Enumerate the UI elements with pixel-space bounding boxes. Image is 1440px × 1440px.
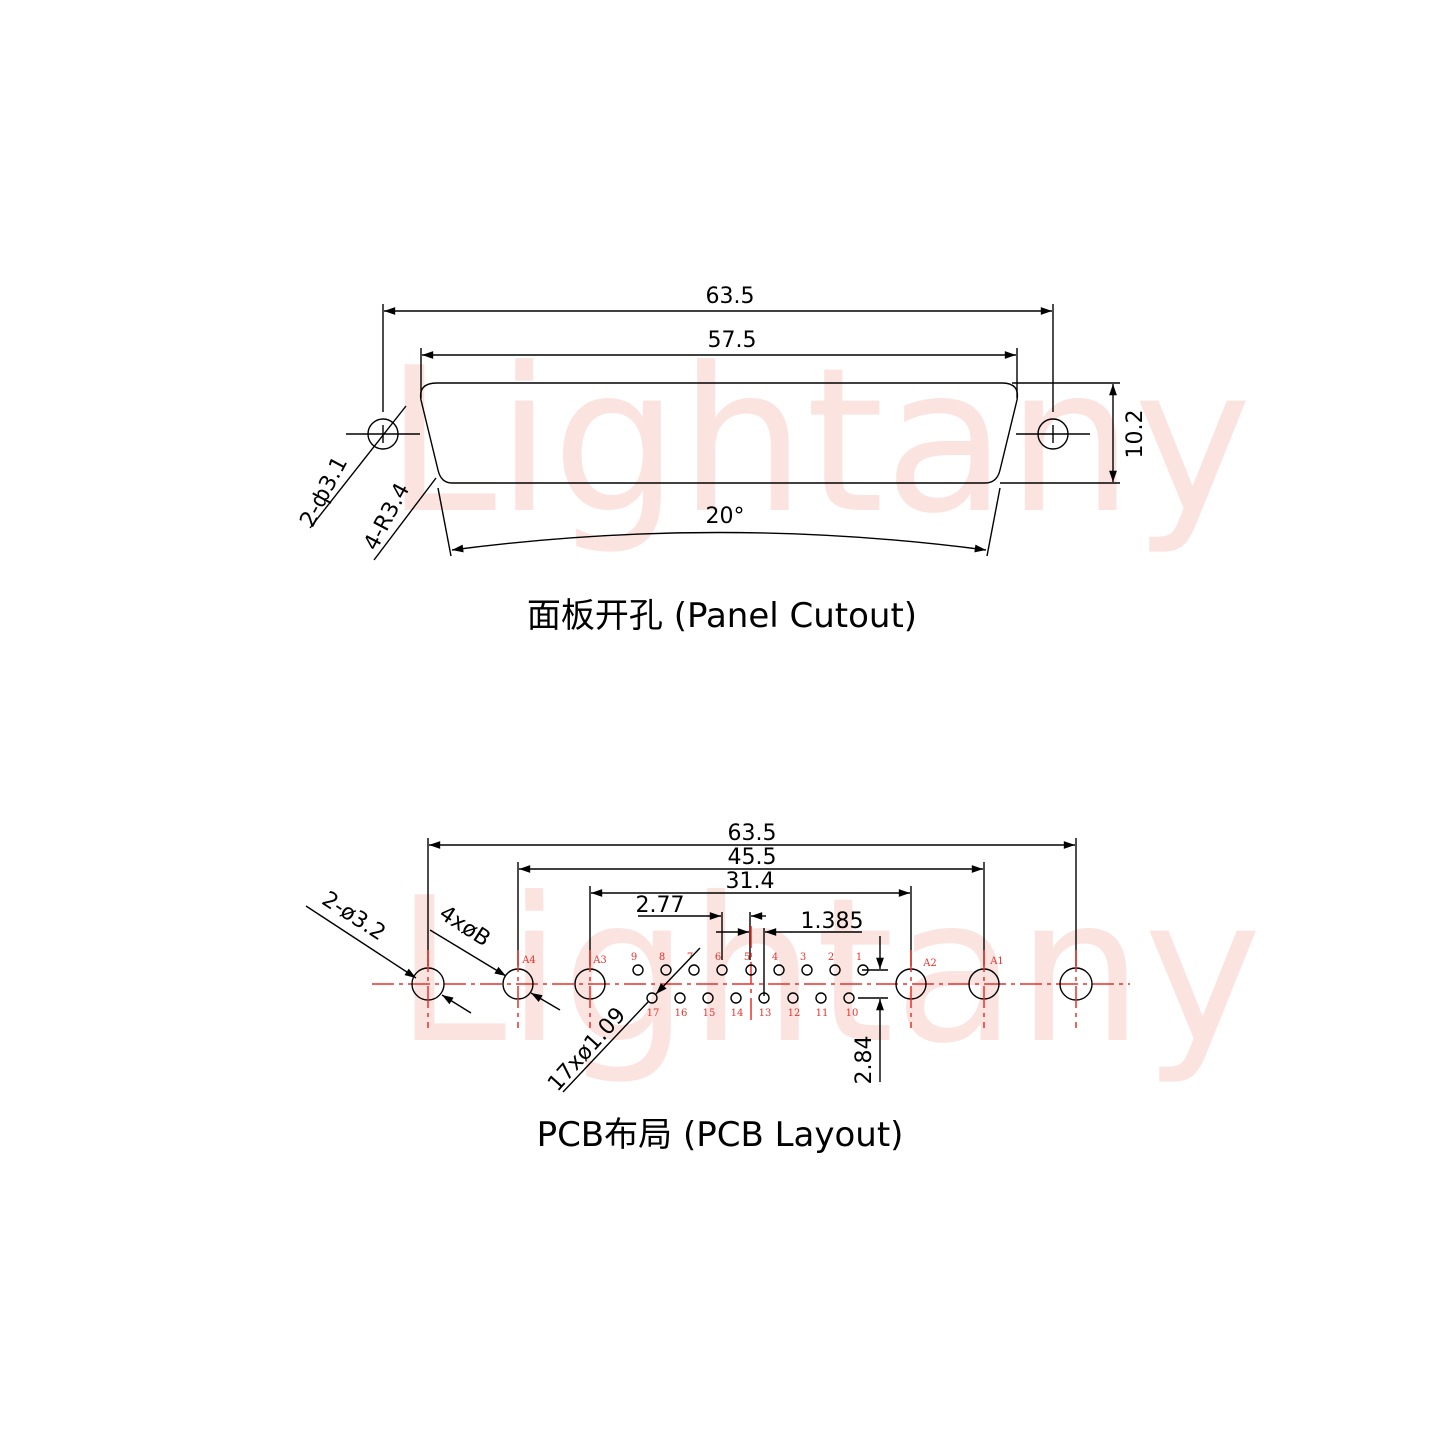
pin-6 bbox=[716, 964, 728, 976]
pcb-dim-2-77: 2.77 bbox=[636, 893, 685, 918]
pin-10 bbox=[843, 992, 855, 1004]
cutout-outline bbox=[419, 382, 1019, 484]
panel-dim-63-5: 63.5 bbox=[706, 284, 755, 309]
leader-mount bbox=[305, 905, 417, 979]
pin-1 bbox=[857, 964, 869, 976]
pin-16 bbox=[674, 992, 686, 1004]
pin-label-5: 5 bbox=[744, 952, 750, 963]
pin-3 bbox=[801, 964, 813, 976]
pin-label-15: 15 bbox=[703, 1008, 716, 1019]
pin-12 bbox=[787, 992, 799, 1004]
pin-13 bbox=[758, 992, 770, 1004]
pin-label-16: 16 bbox=[675, 1008, 688, 1019]
pin-label-12: 12 bbox=[788, 1008, 801, 1019]
pin-label-4: 4 bbox=[772, 952, 778, 963]
panel-dim-57-5: 57.5 bbox=[708, 328, 757, 353]
pcb-dim-1-385: 1.385 bbox=[801, 909, 864, 934]
pin-label-17: 17 bbox=[647, 1008, 660, 1019]
pin-4 bbox=[773, 964, 785, 976]
pin-label-9: 9 bbox=[631, 952, 637, 963]
pin-8 bbox=[660, 964, 672, 976]
leader-4x bbox=[429, 929, 507, 977]
label-a2: A2 bbox=[922, 958, 937, 969]
leader-holes bbox=[309, 405, 407, 529]
label-a4: A4 bbox=[521, 955, 536, 966]
panel-dim-angle: 20° bbox=[706, 504, 745, 529]
pcb-dim-2-84: 2.84 bbox=[852, 1036, 877, 1085]
pin-7 bbox=[688, 964, 700, 976]
pin-14 bbox=[730, 992, 742, 1004]
pin-5 bbox=[745, 964, 757, 976]
leader-pins bbox=[562, 1001, 649, 1093]
label-panel-holes: 2-ф3.1 bbox=[295, 453, 353, 532]
watermark-top: Lightany bbox=[385, 325, 1252, 558]
panel-cutout-caption: 面板开孔 (Panel Cutout) bbox=[527, 596, 917, 636]
pin-label-10: 10 bbox=[846, 1008, 859, 1019]
pin-row-bottom: 17 16 15 14 13 12 11 10 bbox=[646, 992, 859, 1019]
leader-radius bbox=[373, 477, 437, 561]
label-a1: A1 bbox=[989, 956, 1004, 967]
pin-15 bbox=[702, 992, 714, 1004]
pin-9 bbox=[632, 964, 644, 976]
pin-2 bbox=[829, 964, 841, 976]
pin-17 bbox=[646, 992, 658, 1004]
pin-label-1: 1 bbox=[856, 952, 862, 963]
label-a3: A3 bbox=[592, 955, 607, 966]
pin-label-11: 11 bbox=[816, 1008, 829, 1019]
pin-11 bbox=[815, 992, 827, 1004]
pin-label-3: 3 bbox=[800, 952, 806, 963]
pin-label-13: 13 bbox=[759, 1008, 772, 1019]
pin-label-2: 2 bbox=[828, 952, 834, 963]
pcb-layout-caption: PCB布局 (PCB Layout) bbox=[537, 1115, 904, 1155]
panel-dim-10-2: 10.2 bbox=[1123, 410, 1148, 459]
pcb-dim-45-5: 45.5 bbox=[728, 845, 777, 870]
pin-label-6: 6 bbox=[715, 952, 721, 963]
pcb-dim-63-5: 63.5 bbox=[728, 821, 777, 846]
pin-label-8: 8 bbox=[659, 952, 665, 963]
pin-label-14: 14 bbox=[731, 1008, 744, 1019]
pcb-dim-31-4: 31.4 bbox=[726, 869, 775, 894]
